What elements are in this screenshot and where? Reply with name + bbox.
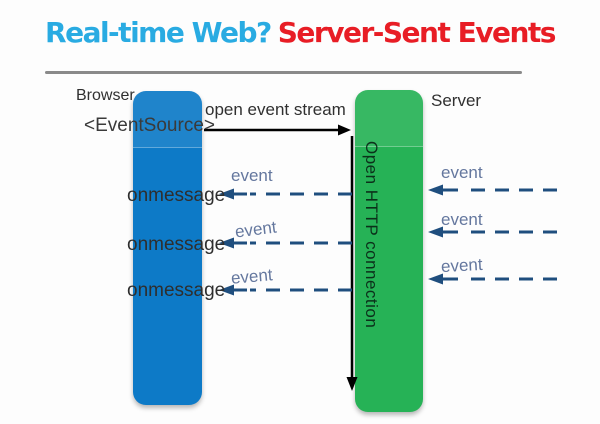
event-label-right-1: event: [441, 163, 483, 182]
title-server-sent-events: Server-Sent Events: [277, 16, 557, 49]
open-event-stream-label: open event stream: [205, 100, 346, 119]
open-event-stream-arrowhead: [338, 124, 351, 136]
onmessage-label-2: onmessage: [127, 234, 226, 255]
event-label-left-3: event: [230, 265, 274, 288]
server-lifeline-column: [355, 90, 423, 412]
browser-lifeline-column: [133, 91, 202, 405]
event-label-left-2: event: [233, 217, 278, 242]
page-title: Real-time Web?Server-Sent Events: [0, 16, 600, 49]
event-label-left-1: event: [231, 166, 273, 185]
event-label-right-2: event: [441, 210, 483, 229]
title-realtime-web: Real-time Web?: [45, 16, 272, 49]
event-label-right-3: event: [440, 254, 484, 277]
event-arrow-left-1: [219, 188, 352, 200]
event-arrow-right-1: [428, 184, 557, 196]
eventsource-label: <EventSource>: [84, 115, 215, 136]
server-label: Server: [431, 91, 482, 110]
open-event-stream-arrow: [204, 124, 351, 136]
browser-label: Browser: [76, 87, 135, 104]
onmessage-label-1: onmessage: [127, 185, 226, 206]
event-arrow-right-1-head: [428, 184, 443, 196]
onmessage-label-3: onmessage: [127, 280, 226, 301]
open-http-connection-label: Open HTTP connection: [362, 141, 381, 329]
title-divider: [45, 71, 522, 74]
